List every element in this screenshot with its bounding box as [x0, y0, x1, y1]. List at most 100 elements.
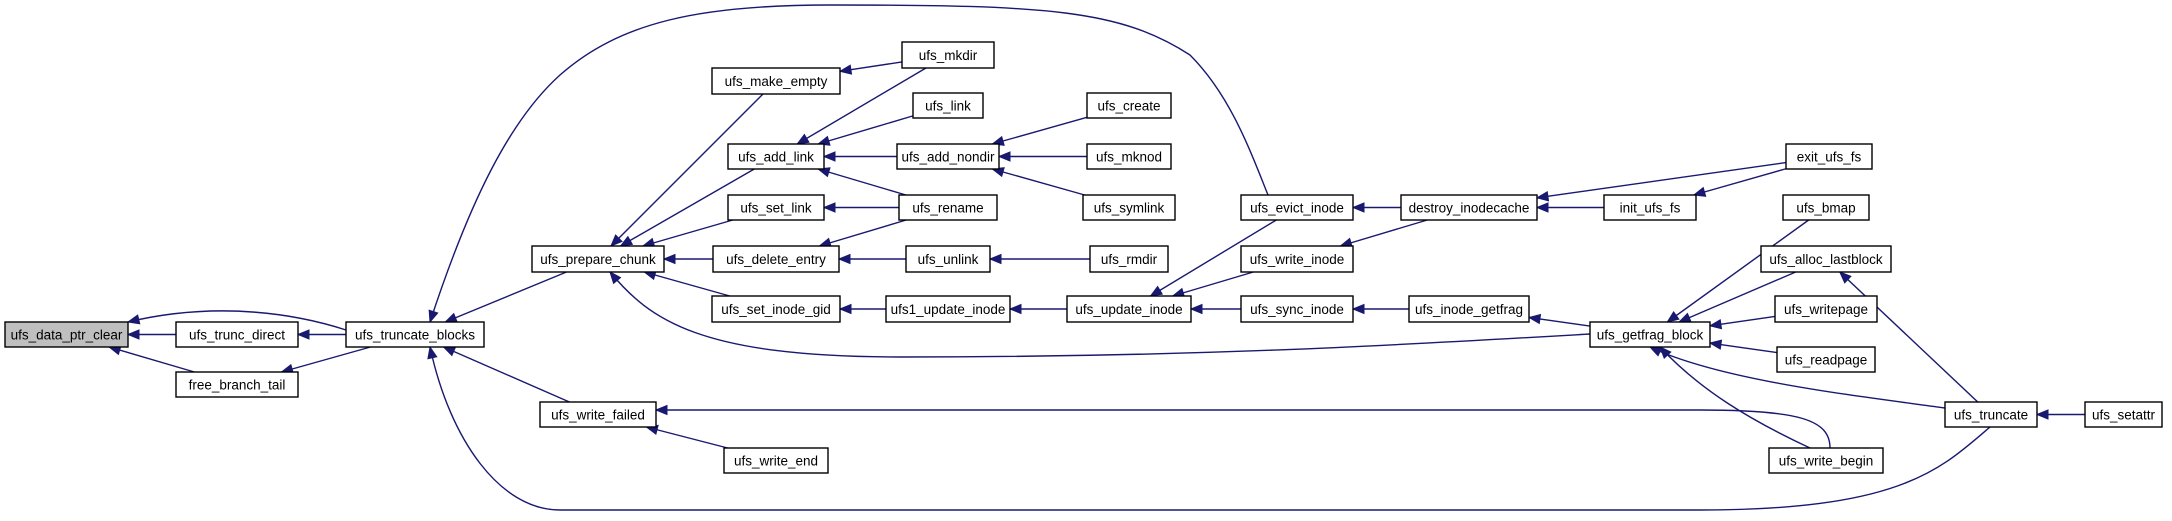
node-ufs-trunc-direct[interactable]: ufs_trunc_direct — [175, 321, 299, 348]
node-ufs-unlink[interactable]: ufs_unlink — [905, 245, 991, 273]
edge-ufs_rmdir-to-ufs_unlink — [988, 253, 1090, 265]
node-ufs-setattr[interactable]: ufs_setattr — [2084, 401, 2163, 428]
edge-free_branch_tail-to-ufs_data_ptr_clear — [107, 345, 195, 373]
node-ufs-sync-inode[interactable]: ufs_sync_inode — [1240, 295, 1354, 323]
node-label: ufs_write_failed — [551, 408, 645, 423]
node-ufs-inode-getfrag[interactable]: ufs_inode_getfrag — [1408, 295, 1530, 323]
node-destroy-inodecache[interactable]: destroy_inodecache — [1400, 194, 1538, 221]
edge-line — [1172, 271, 1254, 297]
arrowhead-icon — [610, 234, 623, 247]
node-ufs-update-inode[interactable]: ufs_update_inode — [1066, 295, 1192, 323]
edge-ufs_evict_inode-to-ufs_truncate_blocks — [428, 4, 1269, 324]
node-ufs-write-begin[interactable]: ufs_write_begin — [1768, 447, 1884, 474]
node-ufs-add-link[interactable]: ufs_add_link — [727, 143, 825, 170]
node-ufs1-update-inode[interactable]: ufs1_update_inode — [885, 295, 1011, 323]
node-ufs-data-ptr-clear[interactable]: ufs_data_ptr_clear — [4, 321, 129, 348]
node-ufs-delete-entry[interactable]: ufs_delete_entry — [712, 245, 840, 273]
node-init-ufs-fs[interactable]: init_ufs_fs — [1603, 194, 1697, 221]
edge-line — [817, 168, 907, 196]
node-ufs-write-failed[interactable]: ufs_write_failed — [539, 401, 657, 428]
node-box — [1408, 295, 1530, 323]
node-ufs-evict-inode[interactable]: ufs_evict_inode — [1240, 194, 1354, 221]
node-ufs-alloc-lastblock[interactable]: ufs_alloc_lastblock — [1760, 245, 1892, 273]
node-box — [345, 321, 485, 348]
node-ufs-write-inode[interactable]: ufs_write_inode — [1240, 245, 1354, 273]
edge-line — [1693, 168, 1787, 196]
arrowhead-icon — [609, 270, 622, 285]
node-box — [1086, 92, 1172, 119]
arrowhead-icon — [1527, 313, 1542, 325]
node-ufs-link[interactable]: ufs_link — [912, 92, 984, 119]
arrowhead-icon — [1708, 318, 1723, 330]
node-box — [1776, 346, 1876, 373]
arrowhead-icon — [2035, 409, 2049, 420]
edge-line — [1150, 219, 1277, 297]
arrowhead-icon — [428, 309, 439, 324]
edge-line — [127, 310, 347, 331]
node-label: ufs_readpage — [1785, 353, 1868, 368]
node-label: ufs_evict_inode — [1250, 201, 1344, 216]
node-exit-ufs-fs[interactable]: exit_ufs_fs — [1785, 143, 1873, 170]
node-free-branch-tail[interactable]: free_branch_tail — [175, 371, 299, 398]
edge-ufs_write_failed-to-ufs_truncate_blocks — [442, 346, 570, 403]
node-box — [727, 194, 825, 221]
node-ufs-symlink[interactable]: ufs_symlink — [1082, 194, 1176, 221]
edge-ufs_rename-to-ufs_delete_entry — [818, 219, 907, 248]
node-ufs-mknod[interactable]: ufs_mknod — [1086, 143, 1172, 170]
node-label: exit_ufs_fs — [1797, 150, 1862, 165]
edge-ufs_create-to-ufs_add_nondir — [991, 116, 1088, 146]
edge-line — [620, 168, 755, 247]
edge-ufs_rename-to-ufs_add_link — [816, 167, 907, 196]
node-label: ufs_getfrag_block — [1597, 328, 1704, 343]
node-ufs-truncate-blocks[interactable]: ufs_truncate_blocks — [345, 321, 485, 348]
node-box — [175, 371, 299, 398]
node-box — [175, 321, 299, 348]
node-ufs-make-empty[interactable]: ufs_make_empty — [711, 67, 841, 95]
edge-line — [1678, 271, 1796, 323]
node-ufs-rename[interactable]: ufs_rename — [898, 194, 998, 221]
arrowhead-icon — [1189, 303, 1203, 315]
node-label: ufs_rmdir — [1101, 252, 1158, 267]
edge-ufs_set_link-to-ufs_prepare_chunk — [641, 219, 733, 248]
edge-line — [609, 271, 1591, 358]
node-ufs-truncate[interactable]: ufs_truncate — [1944, 401, 2038, 428]
node-label: ufs_set_link — [740, 201, 812, 216]
node-label: ufs_trunc_direct — [189, 328, 285, 343]
node-label: ufs_truncate_blocks — [355, 328, 475, 343]
edge-ufs_inode_getfrag-to-ufs_sync_inode — [1351, 303, 1409, 315]
edge-ufs_trunc_direct-to-ufs_data_ptr_clear — [126, 329, 176, 340]
node-ufs-writepage[interactable]: ufs_writepage — [1774, 295, 1878, 323]
edge-ufs_add_link-to-ufs_prepare_chunk — [619, 168, 755, 247]
node-box — [1086, 143, 1172, 170]
edge-exit_ufs_fs-to-init_ufs_fs — [1692, 168, 1787, 197]
node-ufs-create[interactable]: ufs_create — [1086, 92, 1172, 119]
node-label: ufs_truncate — [1954, 408, 2028, 423]
node-ufs-write-end[interactable]: ufs_write_end — [723, 447, 829, 474]
node-box — [1782, 194, 1870, 221]
node-ufs-set-link[interactable]: ufs_set_link — [727, 194, 825, 221]
edge-line — [642, 219, 733, 247]
edge-line — [429, 4, 1269, 323]
node-ufs-rmdir[interactable]: ufs_rmdir — [1089, 245, 1169, 273]
node-label: ufs1_update_inode — [891, 302, 1006, 317]
node-ufs-add-nondir[interactable]: ufs_add_nondir — [896, 143, 1000, 170]
edge-ufs_bmap-to-ufs_getfrag_block — [1666, 219, 1810, 323]
node-label: ufs_writepage — [1784, 302, 1868, 317]
node-label: ufs_sync_inode — [1250, 302, 1344, 317]
node-ufs-bmap[interactable]: ufs_bmap — [1782, 194, 1870, 221]
node-ufs-prepare-chunk[interactable]: ufs_prepare_chunk — [531, 245, 665, 273]
node-ufs-set-inode-gid[interactable]: ufs_set_inode_gid — [711, 295, 841, 323]
node-ufs-mkdir[interactable]: ufs_mkdir — [901, 41, 995, 69]
node-ufs-getfrag-block[interactable]: ufs_getfrag_block — [1589, 321, 1711, 348]
edge-line — [817, 115, 914, 145]
node-box — [1785, 143, 1873, 170]
node-box — [1400, 194, 1538, 221]
arrowhead-icon — [1008, 303, 1022, 315]
node-ufs-readpage[interactable]: ufs_readpage — [1776, 346, 1876, 373]
edge-ufs_getfrag_block-to-ufs_prepare_chunk — [609, 270, 1591, 358]
node-label: ufs_prepare_chunk — [540, 252, 656, 267]
arrowhead-icon — [838, 64, 853, 75]
node-label: ufs_inode_getfrag — [1415, 302, 1523, 317]
arrowhead-icon — [1659, 346, 1672, 359]
